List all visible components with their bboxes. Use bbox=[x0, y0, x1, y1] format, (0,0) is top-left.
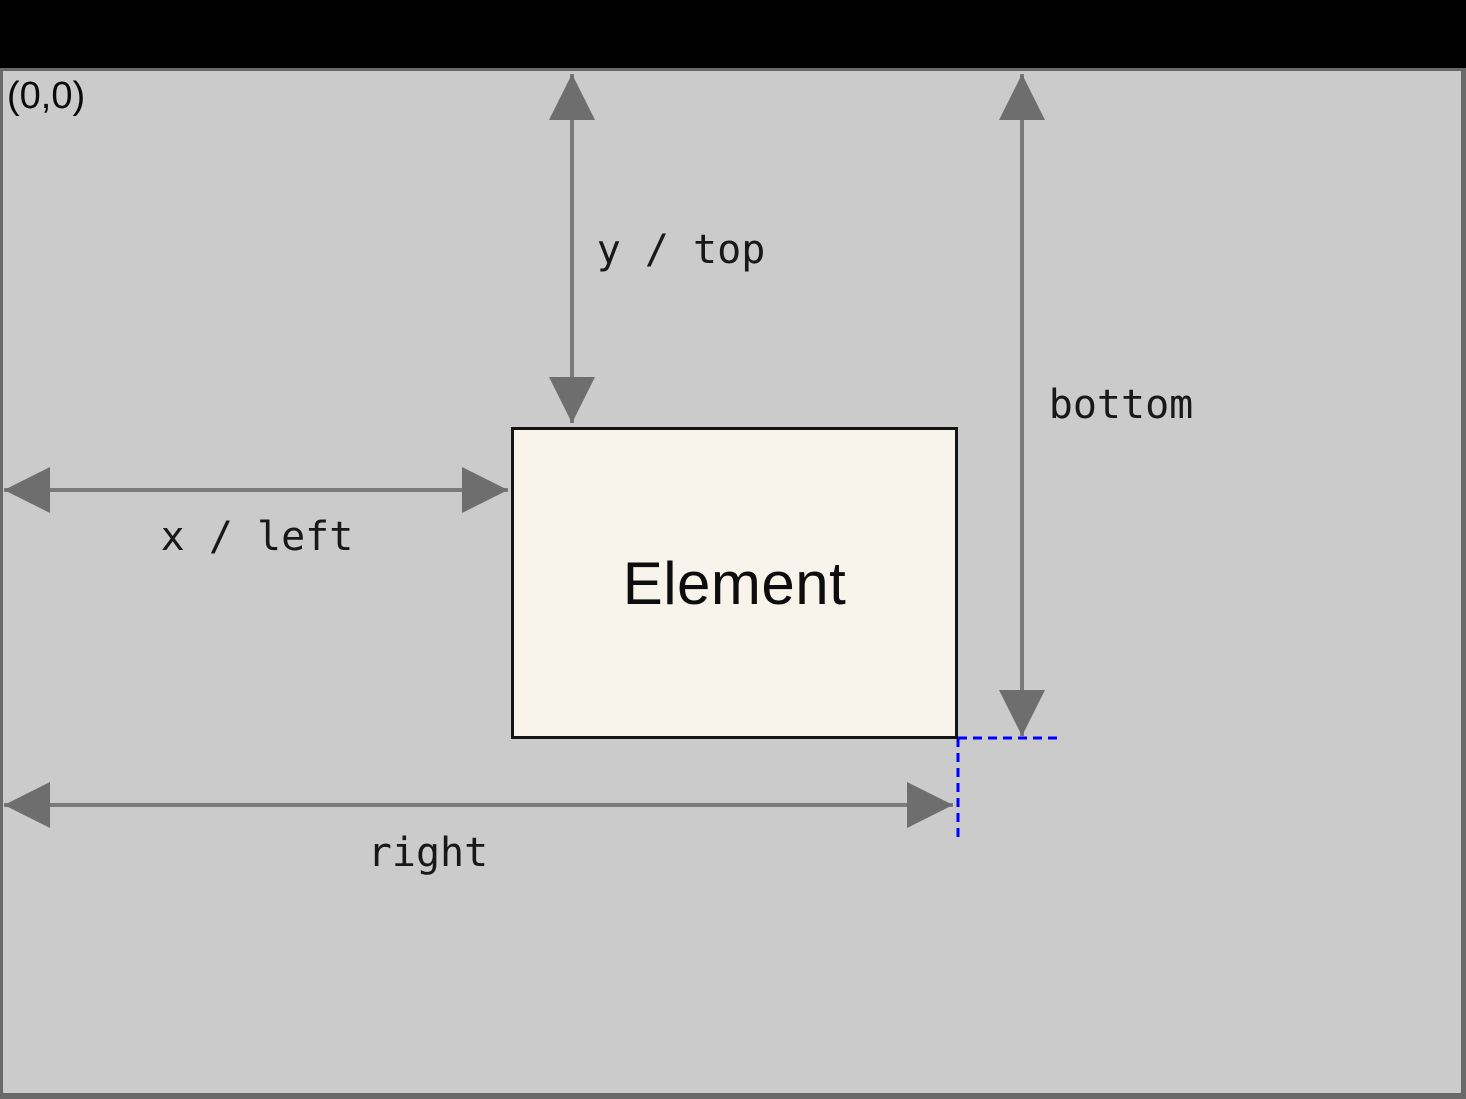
label-bottom: bottom bbox=[1048, 382, 1194, 428]
element-box: Element bbox=[511, 427, 958, 739]
label-y-top: y / top bbox=[596, 227, 766, 273]
origin-coordinate-label: (0,0) bbox=[7, 75, 86, 117]
element-label: Element bbox=[622, 549, 847, 617]
label-right: right bbox=[367, 830, 489, 876]
top-bar bbox=[0, 0, 1466, 68]
label-x-left: x / left bbox=[160, 514, 354, 560]
